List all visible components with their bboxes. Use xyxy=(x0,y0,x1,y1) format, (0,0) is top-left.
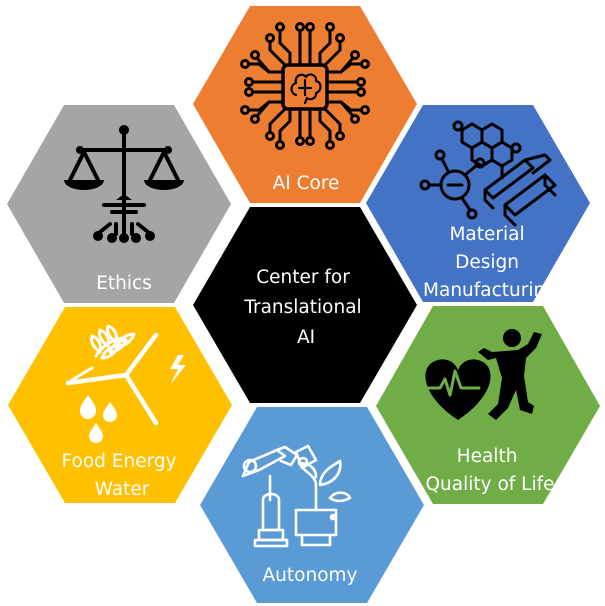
center-label: Center for Translational AI xyxy=(243,267,367,348)
food-label-line: Food Energy xyxy=(62,451,177,472)
scales-icon xyxy=(64,125,184,243)
ai-core-label: AI Core xyxy=(273,173,340,194)
hex-autonomy xyxy=(200,407,424,603)
ethics-label: Ethics xyxy=(96,273,152,294)
material-label-line: Manufacturing xyxy=(423,280,557,301)
wheat-bolt-water-icon xyxy=(65,324,186,443)
ethics-label-line: Ethics xyxy=(96,273,152,294)
center-label-line: Center for xyxy=(256,267,350,288)
heart-person-icon xyxy=(424,329,542,420)
health-label: Health Quality of Life xyxy=(425,446,554,495)
food-label: Food Energy Water xyxy=(62,451,183,500)
material-label-line: Material xyxy=(449,224,524,245)
food-label-line: Water xyxy=(95,479,150,500)
hex-center xyxy=(193,207,417,403)
brain-circuit-icon xyxy=(240,22,370,150)
center-label-line: AI xyxy=(297,327,315,348)
health-label-line: Quality of Life xyxy=(425,474,554,495)
hex-health xyxy=(376,306,600,504)
autonomy-label-line: Autonomy xyxy=(263,565,358,586)
hex-material xyxy=(366,105,590,302)
hex-ai-core xyxy=(193,6,417,203)
molecule-beams-icon xyxy=(419,120,557,227)
health-label-line: Health xyxy=(457,446,518,467)
ai-core-label-line: AI Core xyxy=(273,173,340,194)
robot-arm-plant-icon xyxy=(241,444,352,548)
autonomy-label: Autonomy xyxy=(263,565,358,586)
center-label-line: Translational xyxy=(243,297,361,318)
hex-food xyxy=(8,307,232,503)
material-label-line: Design xyxy=(455,252,519,273)
material-label: Material Design Manufacturing xyxy=(423,224,557,301)
